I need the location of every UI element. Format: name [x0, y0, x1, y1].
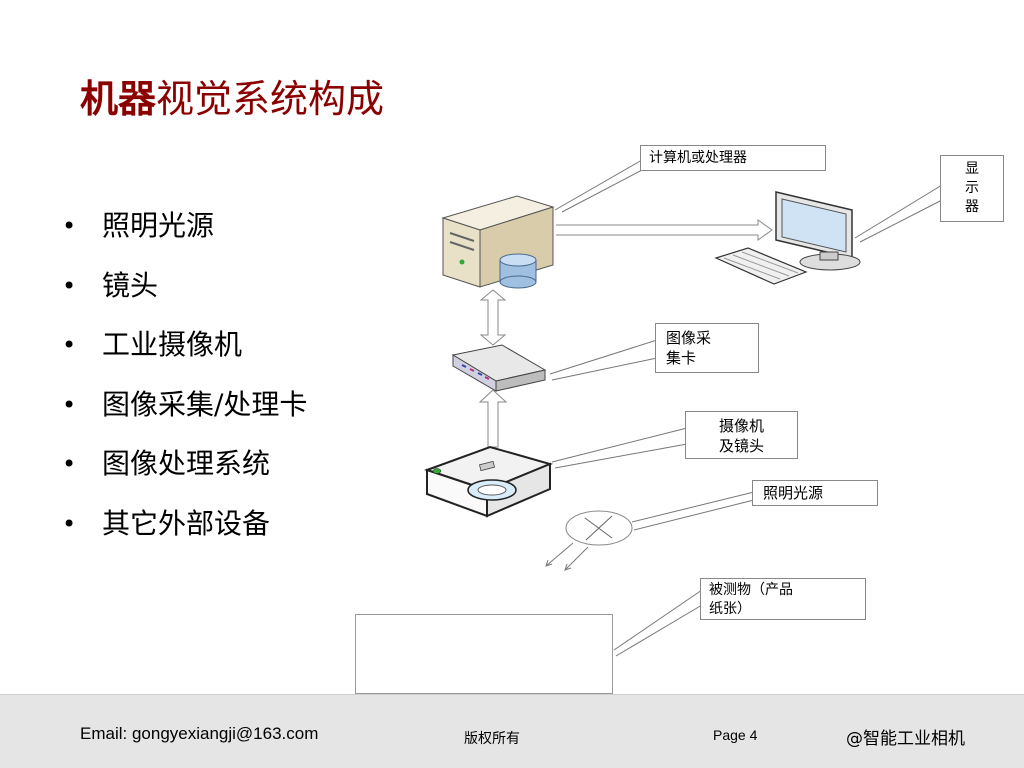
slide-title: 机器视觉系统构成 [80, 68, 384, 123]
bullet-list: • 照明光源 • 镜头 • 工业摄像机 • 图像采集/处理卡 • 图像处理系统 • 其它外部… [62, 204, 307, 561]
arrow-camera-grabber [478, 389, 508, 448]
bullet-dot-icon: • [62, 450, 77, 478]
callout-monitor-line: 器 [965, 199, 979, 215]
callout-monitor-line: 显 [965, 161, 979, 177]
callout-light-source: 照明光源 [752, 480, 878, 506]
callout-computer: 计算机或处理器 [640, 145, 826, 171]
callout-camera-line: 及镜头 [718, 437, 764, 455]
title-highlight: 机器 [80, 77, 157, 121]
leader-camera [551, 427, 688, 469]
bullet-dot-icon: • [62, 271, 77, 300]
bullet-item: • 工业摄像机 [62, 323, 307, 383]
footer-copyright: 版权所有 [464, 731, 520, 747]
frame-grabber-icon [451, 344, 547, 392]
footer-brand: @智能工业相机 [846, 729, 965, 749]
title-rest: 视觉系统构成 [156, 77, 385, 121]
callout-grabber-line: 集卡 [666, 349, 697, 367]
bullet-item: • 镜头 [62, 264, 307, 324]
bullet-label: 图像采集/处理卡 [102, 387, 308, 421]
callout-camera: 摄像机 及镜头 [685, 411, 798, 459]
callout-grabber-line: 图像采 [666, 329, 712, 347]
camera-icon [423, 445, 554, 518]
leader-light [631, 491, 755, 531]
bullet-item: • 图像处理系统 [62, 442, 307, 502]
callout-monitor: 显 示 器 [940, 155, 1004, 222]
bullet-dot-icon: • [62, 390, 77, 419]
monitor-icon [775, 191, 861, 271]
bullet-item: • 照明光源 [62, 204, 307, 264]
leader-object [613, 589, 703, 657]
keyboard-icon [714, 247, 808, 285]
callout-object-line: 纸张） [709, 601, 751, 617]
bullet-item: • 图像采集/处理卡 [62, 383, 307, 443]
bullet-label: 工业摄像机 [102, 328, 243, 361]
bullet-dot-icon: • [62, 509, 77, 538]
callout-camera-line: 摄像机 [718, 417, 764, 435]
arrow-to-monitor [556, 219, 773, 241]
bullet-label: 其它外部设备 [102, 506, 271, 540]
slide-footer: Email: gongyexiangji@163.com 版权所有 Page 4… [0, 694, 1024, 768]
leader-monitor [854, 184, 943, 243]
arrow-server-grabber [479, 289, 507, 346]
callout-object: 被测物（产品 纸张） [700, 578, 866, 620]
object-placeholder [355, 614, 613, 694]
bullet-dot-icon: • [62, 212, 77, 240]
footer-email: Email: gongyexiangji@163.com [80, 724, 319, 743]
callout-monitor-line: 示 [965, 180, 979, 196]
bullet-label: 镜头 [102, 268, 159, 302]
bullet-dot-icon: • [62, 331, 77, 359]
leader-grabber [549, 339, 658, 381]
footer-page-number: Page 4 [713, 727, 758, 743]
callout-object-line: 被测物（产品 [709, 582, 793, 598]
callout-frame-grabber: 图像采 集卡 [655, 323, 759, 373]
callout-leaders [549, 159, 943, 657]
bullet-item: • 其它外部设备 [62, 502, 307, 562]
light-source-icon [545, 510, 633, 571]
database-icon [499, 253, 537, 289]
bullet-label: 图像处理系统 [102, 447, 271, 480]
bullet-label: 照明光源 [102, 209, 215, 242]
leader-computer [554, 159, 643, 213]
